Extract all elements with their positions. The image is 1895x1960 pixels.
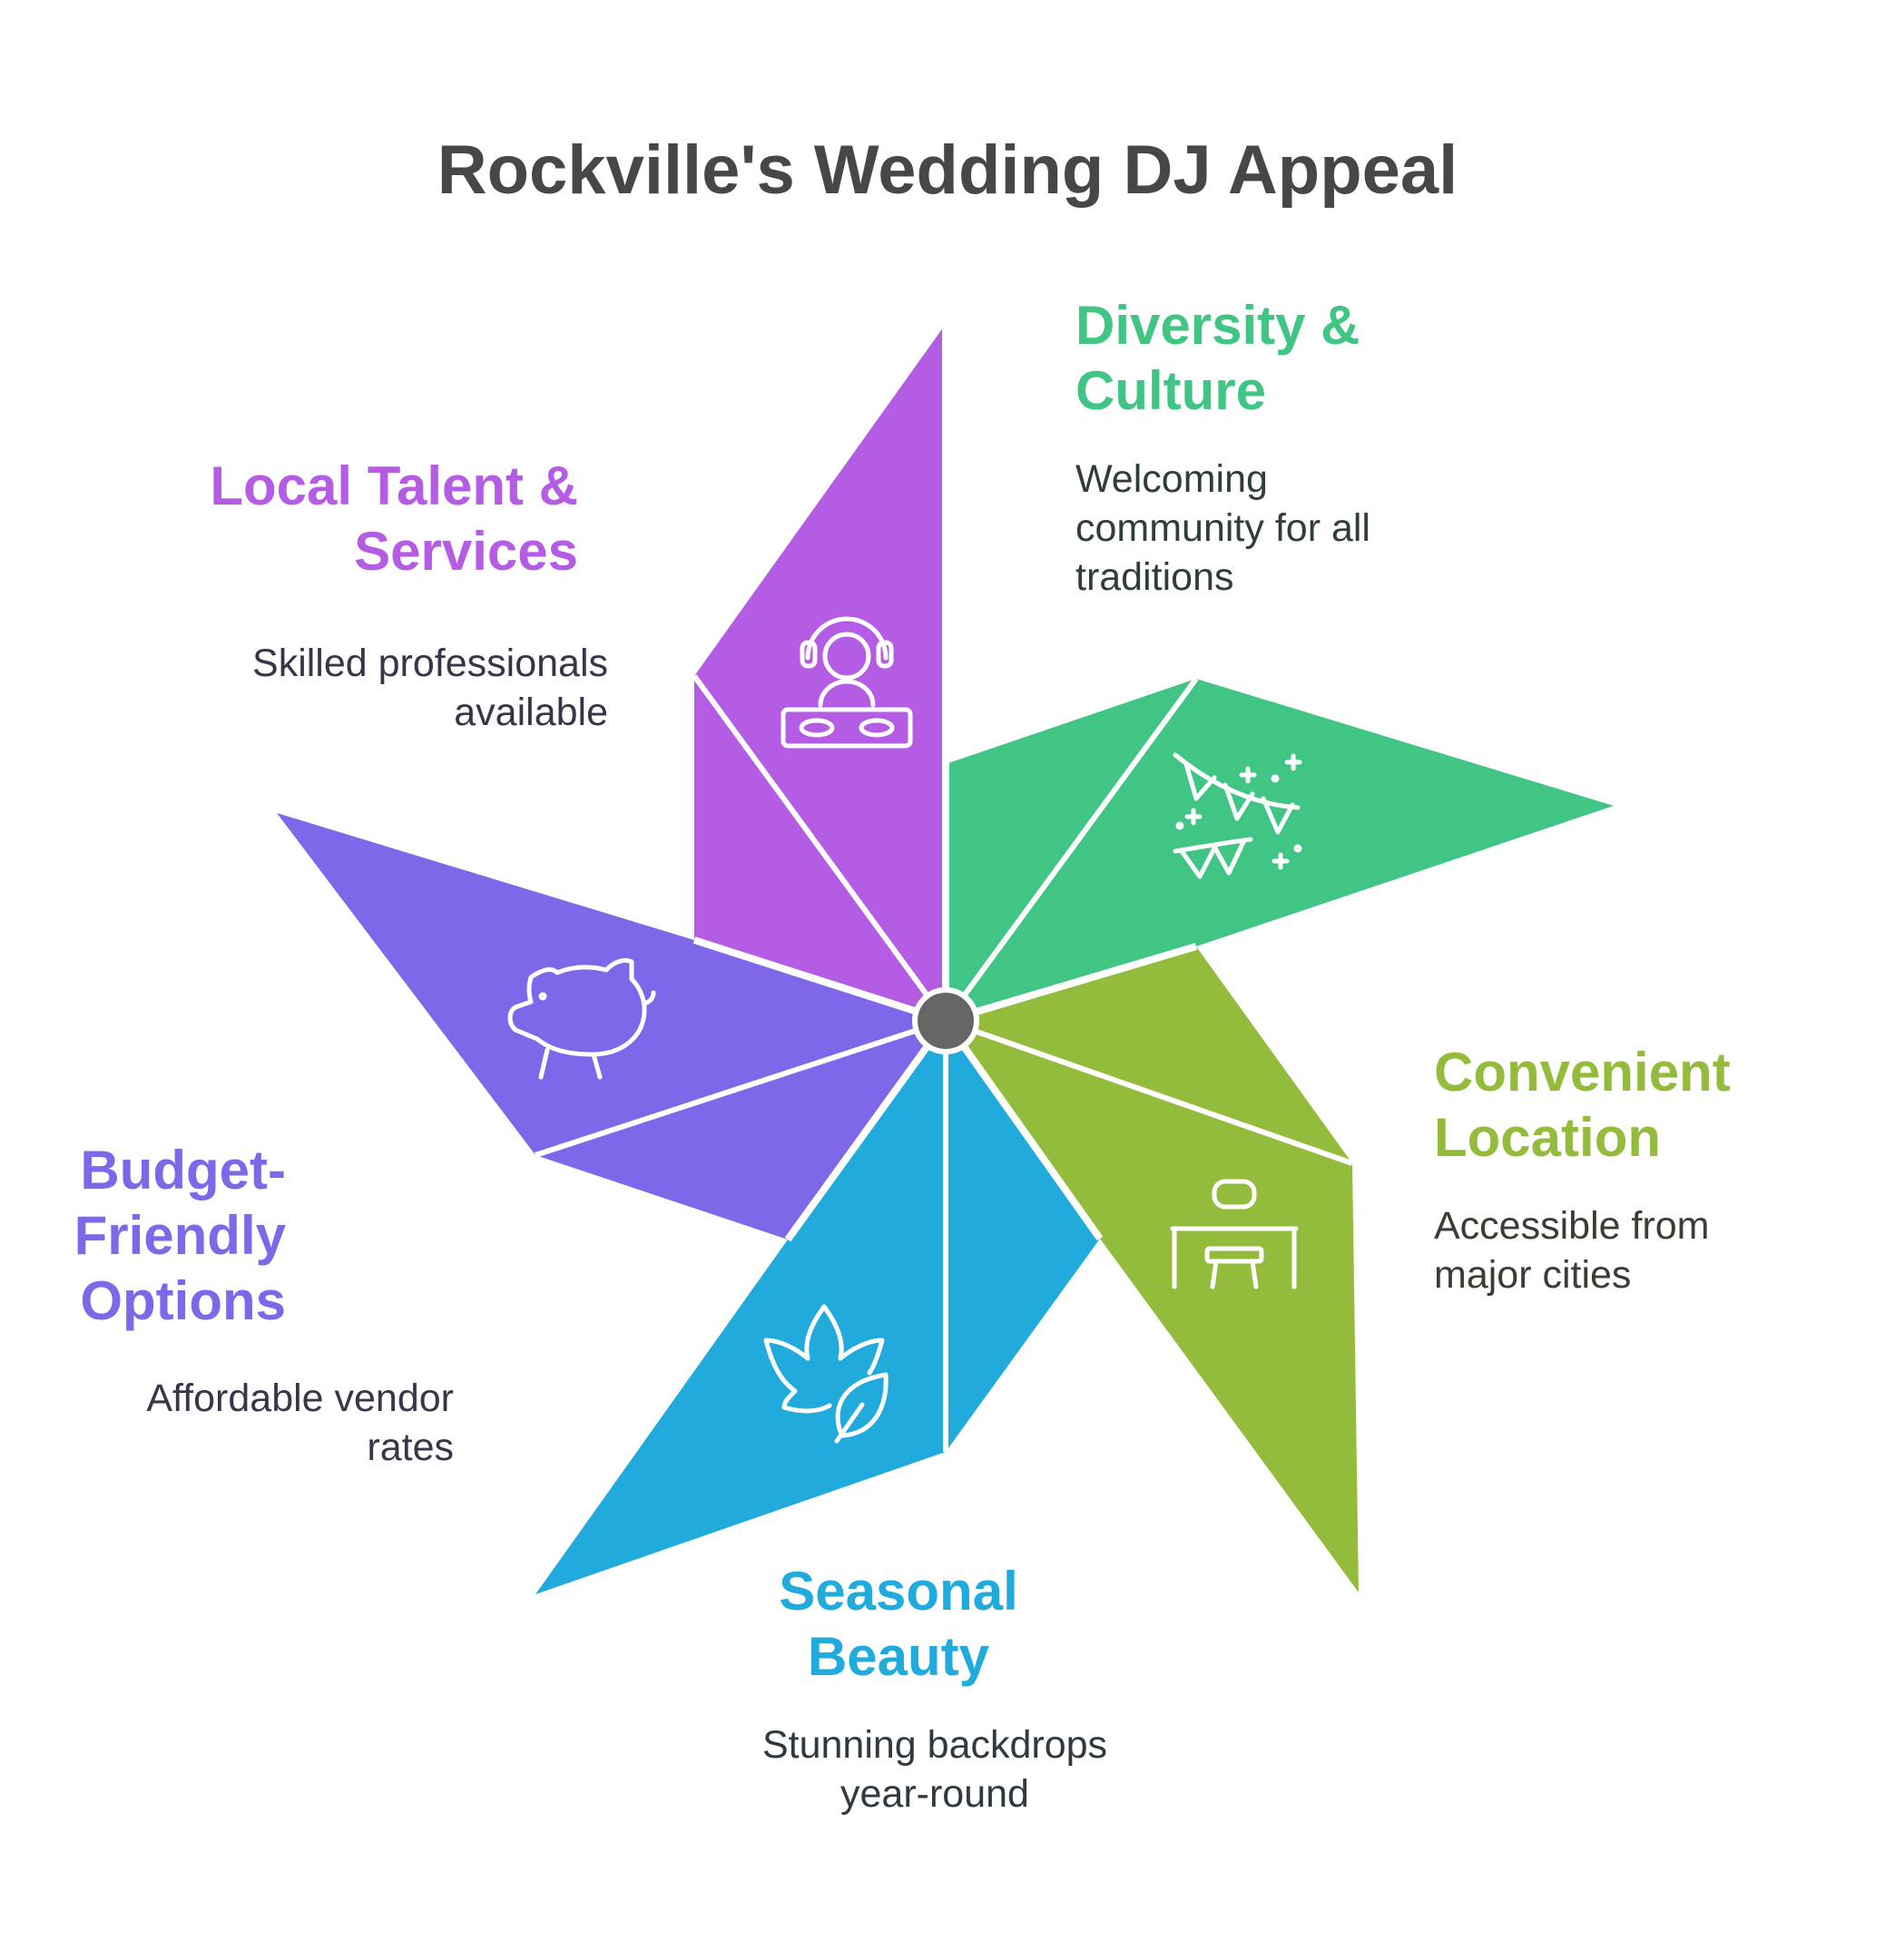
blade-separators — [692, 309, 1198, 1242]
description-budget: Affordable vendor rates — [146, 1377, 454, 1469]
label-location: Convenient Location Accessible from majo… — [1434, 1040, 1833, 1299]
dj-icon — [781, 616, 913, 749]
blade-local-talent-shape — [694, 324, 946, 1021]
blade-seasonal-shape — [535, 1021, 1100, 1594]
blade-budget — [277, 813, 947, 1240]
blade-diversity-shape — [946, 679, 1614, 1021]
label-local-talent: Local Talent & Services Skilled professi… — [182, 454, 608, 737]
blade-local-talent — [692, 324, 948, 1023]
blade-diversity-fold — [943, 677, 1199, 1023]
description-diversity: Welcoming community for all traditions — [1075, 457, 1370, 599]
description-seasonal: Stunning backdrops year-round — [761, 1723, 1108, 1816]
desk-icon — [1170, 1179, 1299, 1289]
blade-diversity — [943, 677, 1614, 1023]
blade-location — [945, 946, 1359, 1592]
diagram-title: Rockville's Wedding DJ Appeal — [437, 132, 1458, 209]
blade-local-talent-fold — [692, 674, 948, 1023]
blade-location-fold — [945, 1018, 1353, 1166]
label-diversity: Diversity & Culture Welcoming community … — [1075, 293, 1511, 602]
label-budget: Budget- Friendly Options Affordable vend… — [36, 1138, 454, 1472]
blade-budget-shape — [277, 813, 946, 1240]
heading-local-talent: Local Talent & Services — [210, 456, 578, 582]
description-location: Accessible from major cities — [1434, 1204, 1710, 1297]
leaf-icon — [763, 1304, 889, 1444]
heading-diversity: Diversity & Culture — [1075, 295, 1360, 421]
blade-location-shape — [946, 946, 1359, 1592]
blade-seasonal — [535, 1021, 1100, 1594]
description-local-talent: Skilled professionals available — [252, 642, 608, 734]
heading-seasonal: Seasonal Beauty — [779, 1561, 1018, 1687]
bunting-icon — [1173, 752, 1302, 879]
center-hub — [912, 987, 979, 1054]
label-seasonal: Seasonal Beauty Stunning backdrops year-… — [708, 1559, 1162, 1818]
heading-location: Convenient Location — [1434, 1042, 1731, 1168]
piggy-bank-icon — [507, 957, 656, 1080]
blade-budget-fold — [535, 1018, 947, 1158]
heading-budget: Budget- Friendly Options — [74, 1140, 286, 1331]
